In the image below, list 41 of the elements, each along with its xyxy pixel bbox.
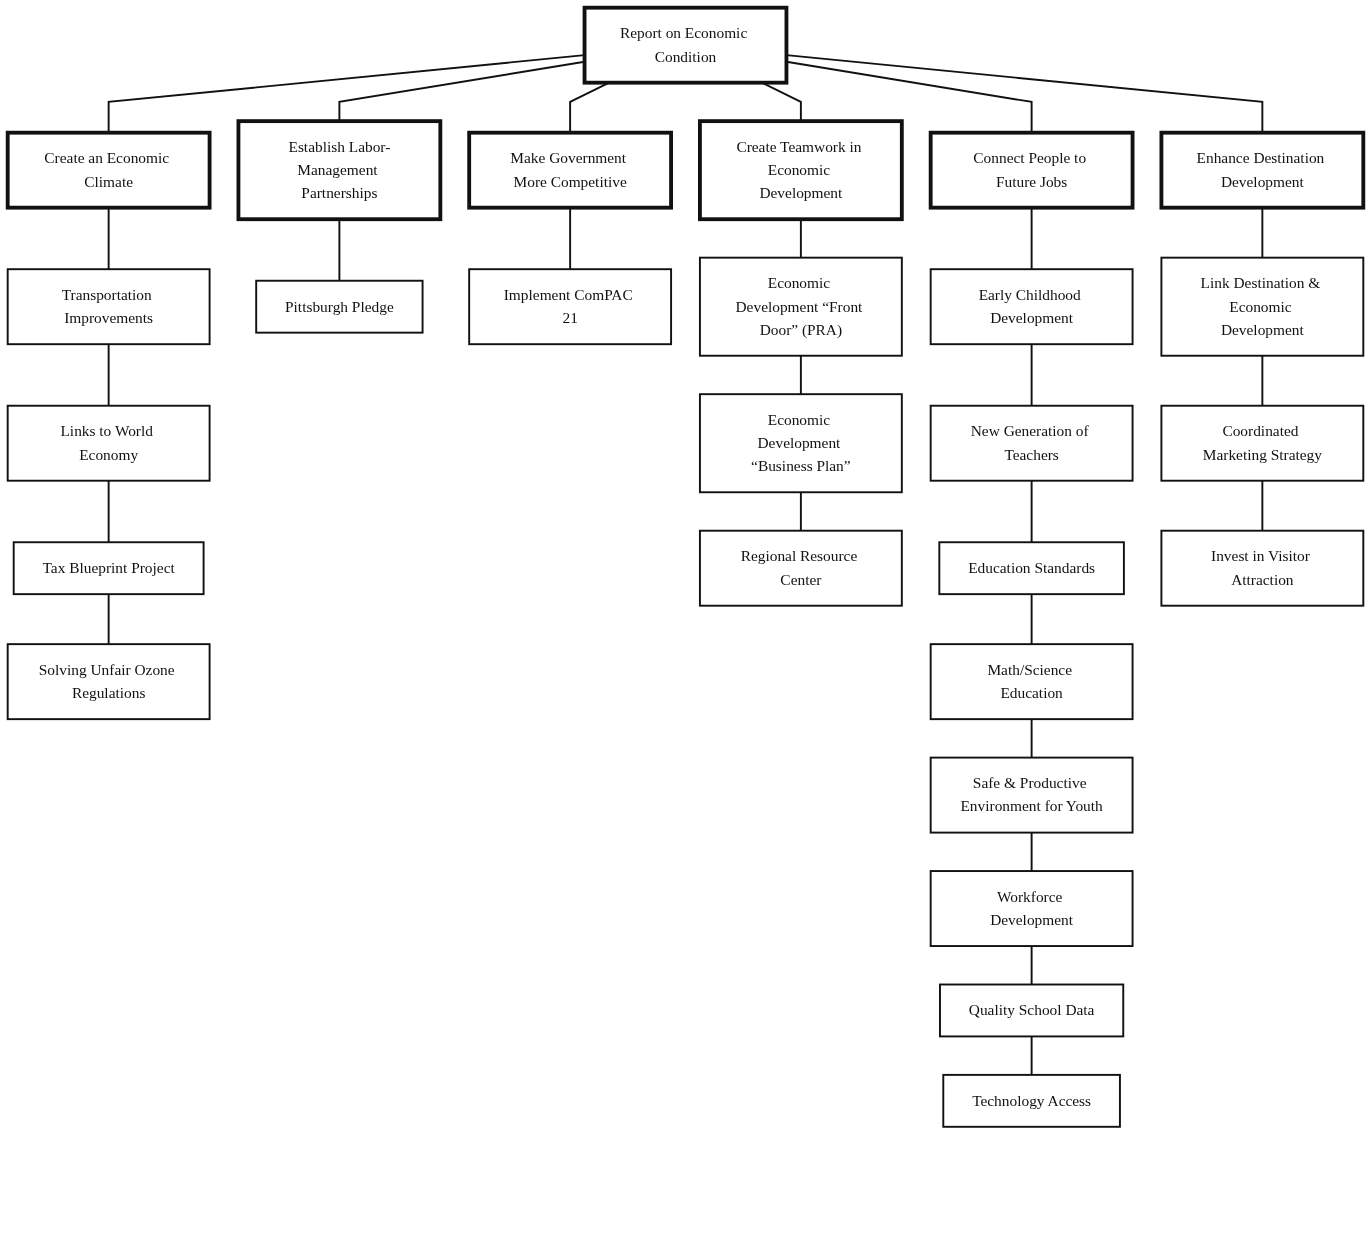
connector xyxy=(1030,343,1033,407)
node-box: Establish Labor-Management Partnerships xyxy=(236,119,443,222)
connector xyxy=(1030,479,1033,544)
node-box: Math/Science Education xyxy=(929,643,1134,721)
node-box: Create Teamwork in Economic Development xyxy=(698,119,904,222)
connector xyxy=(1261,479,1264,532)
node-box: Make Government More Competitive xyxy=(467,130,673,210)
connector xyxy=(107,479,110,544)
node-box: Links to World Economy xyxy=(6,404,211,482)
connector xyxy=(1030,593,1033,646)
connector xyxy=(107,593,110,646)
node-box: Workforce Development xyxy=(929,870,1134,947)
connector xyxy=(1261,354,1264,407)
node-box: Solving Unfair Ozone Regulations xyxy=(6,643,211,721)
node-box: Economic Development “Business Plan” xyxy=(698,393,903,494)
node-box: Enhance Destination Development xyxy=(1159,130,1366,210)
node-box: Coordinated Marketing Strategy xyxy=(1160,404,1365,482)
node-box: Link Destination & Economic Development xyxy=(1160,256,1365,357)
node-box: Tax Blueprint Project xyxy=(12,541,205,596)
connector xyxy=(1030,1035,1033,1076)
node-box: Create an Economic Climate xyxy=(5,130,212,210)
node-box: Technology Access xyxy=(942,1073,1121,1128)
connector xyxy=(1030,718,1033,759)
node-box: Early Childhood Development xyxy=(929,268,1134,346)
node-box: Economic Development “Front Door” (PRA) xyxy=(698,256,903,357)
node-box: Transportation Improvements xyxy=(6,268,211,346)
node-box: Regional Resource Center xyxy=(698,529,903,607)
node-box: Quality School Data xyxy=(939,983,1125,1038)
connector xyxy=(1030,831,1033,872)
connector xyxy=(107,343,110,407)
node-box: Invest in Visitor Attraction xyxy=(1160,529,1365,607)
node-box: Report on Economic Condition xyxy=(582,5,789,85)
connector xyxy=(799,354,802,396)
connector xyxy=(1030,945,1033,986)
node-box: Safe & Productive Environment for Youth xyxy=(929,756,1134,834)
node-box: Education Standards xyxy=(938,541,1125,596)
connector xyxy=(799,491,802,532)
node-box: Implement ComPAC 21 xyxy=(468,268,673,346)
node-box: Connect People to Future Jobs xyxy=(928,130,1135,210)
node-box: New Generation of Teachers xyxy=(929,404,1134,482)
node-box: Pittsburgh Pledge xyxy=(255,279,424,334)
